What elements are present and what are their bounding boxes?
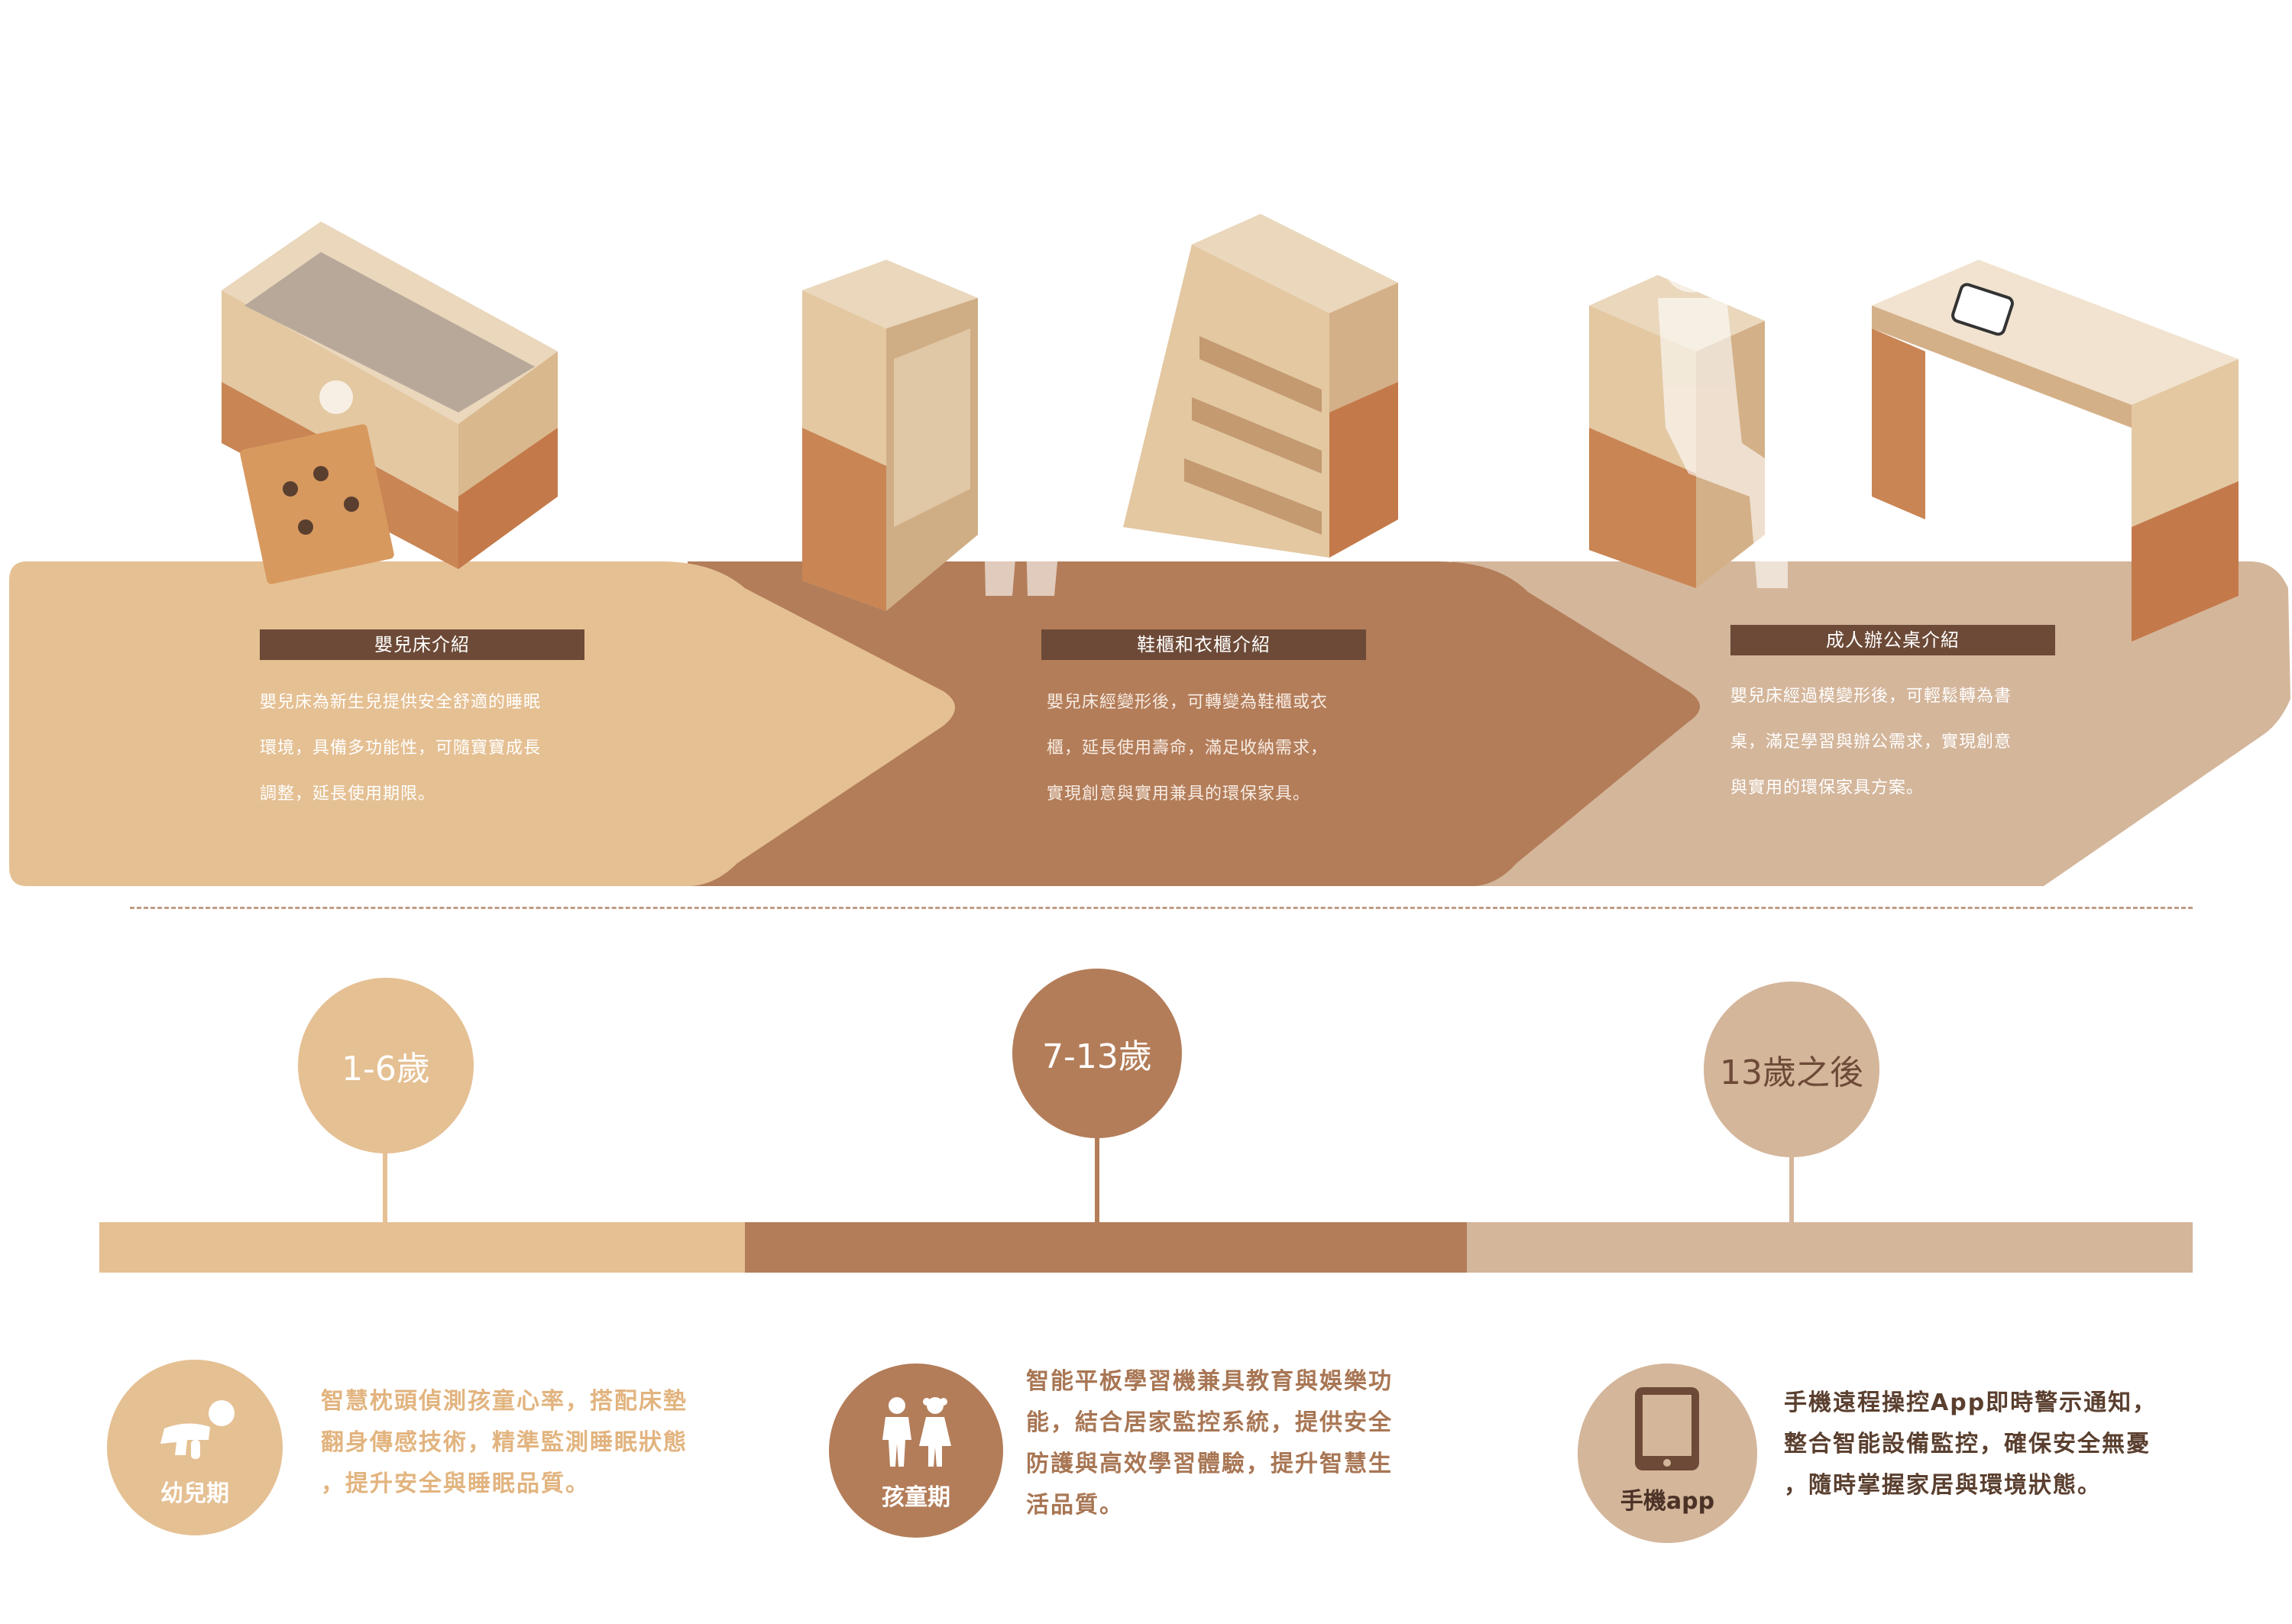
desc-line: 櫃，延長使用壽命，滿足收納需求， [1047,739,1329,758]
timeline-bar-infant [99,1222,745,1273]
feature-line: 智慧枕頭偵測孩童心率，搭配床墊 [321,1388,688,1415]
tablet-icon [1635,1387,1699,1470]
shoe-cabinet-illustration [1123,214,1398,558]
desc-line: 環境，具備多功能性，可隨寶寶成長 [260,739,542,758]
section-desc-wardrobe: 嬰兒床經變形後，可轉變為鞋櫃或衣 櫃，延長使用壽命，滿足收納需求， 實現創意與實… [1047,680,1328,817]
age-circle-infant: 1-6歲 [298,978,474,1153]
crib-illustration [222,222,558,584]
arrow-banner [9,214,2290,886]
age-circle-child: 7-13歲 [1012,969,1182,1138]
feature-label-infant: 幼兒期 [160,1480,229,1507]
feature-line: 活品質。 [1026,1492,1124,1519]
age-label: 7-13歲 [1042,1037,1152,1076]
desc-line: 嬰兒床經過模變形後，可輕鬆轉為書 [1730,687,2012,706]
desc-line: 嬰兒床為新生兒提供安全舒適的睡眠 [260,693,542,712]
arrow-segment-child [688,561,1700,886]
section-desc-desk: 嬰兒床經過模變形後，可輕鬆轉為書 桌，滿足學習與辦公需求，實現創意 與實用的環保… [1730,674,2012,811]
age-circle-adult: 13歲之後 [1704,982,1879,1157]
feature-line: 防護與高效學習體驗，提升智慧生 [1026,1451,1393,1477]
dotted-divider [130,907,2193,909]
age-label: 1-6歲 [342,1050,430,1089]
desc-line: 桌，滿足學習與辦公需求，實現創意 [1730,733,2012,752]
section-title-wardrobe: 鞋櫃和衣櫃介紹 [1041,629,1366,660]
desc-line: 與實用的環保家具方案。 [1730,778,1925,797]
feature-line: ，隨時掌握家居與環境狀態。 [1784,1472,2102,1499]
desc-line: 調整，延長使用期限。 [260,785,436,804]
desc-line: 嬰兒床經變形後，可轉變為鞋櫃或衣 [1047,693,1329,712]
child-silhouette [978,231,1070,596]
timeline-stem [383,1150,387,1222]
feature-label-child: 孩童期 [882,1484,950,1511]
feature-line: 翻身傳感技術，精準監測睡眠狀態 [321,1429,688,1456]
feature-text-child: 智能平板學習機兼具教育與娛樂功 能，結合居家監控系統，提供安全 防護與高效學習體… [1026,1361,1393,1526]
timeline-bar-adult [1467,1222,2193,1273]
feature-circle-child: 孩童期 [829,1364,1003,1538]
feature-line: ，提升安全與睡眠品質。 [321,1470,590,1497]
teen-silhouette [1658,235,1788,588]
desc-line: 實現創意與實用兼具的環保家具。 [1047,785,1311,804]
desk-illustration [1872,260,2239,642]
arrow-segment-adult [1452,561,2290,886]
section-desc-crib: 嬰兒床為新生兒提供安全舒適的睡眠 環境，具備多功能性，可隨寶寶成長 調整，延長使… [260,680,541,817]
children-icon [882,1397,951,1467]
feature-text-infant: 智慧枕頭偵測孩童心率，搭配床墊 翻身傳感技術，精準監測睡眠狀態 ，提升安全與睡眠… [321,1381,688,1505]
age-label: 13歲之後 [1720,1053,1863,1092]
feature-circle-infant: 幼兒期 [107,1360,283,1535]
arrow-segment-infant [9,561,955,886]
timeline-stem [1095,1135,1099,1222]
feature-line: 手機遠程操控App即時警示通知， [1784,1389,2158,1416]
crawling-baby-icon [160,1400,235,1459]
section-title-crib: 嬰兒床介紹 [260,629,584,660]
section-title-desk: 成人辦公桌介紹 [1730,625,2055,655]
feature-line: 整合智能設備監控，確保安全無憂 [1784,1431,2151,1457]
timeline-stem [1789,1155,1794,1222]
wardrobe-illustration [802,260,978,611]
feature-line: 智能平板學習機兼具教育與娛樂功 [1026,1368,1393,1395]
feature-label-app: 手機app [1620,1488,1715,1515]
feature-line: 能，結合居家監控系統，提供安全 [1026,1409,1393,1436]
feature-circle-app: 手機app [1578,1364,1757,1543]
feature-text-app: 手機遠程操控App即時警示通知， 整合智能設備監控，確保安全無憂 ，隨時掌握家居… [1784,1383,2157,1506]
timeline-bar-child [745,1222,1467,1273]
